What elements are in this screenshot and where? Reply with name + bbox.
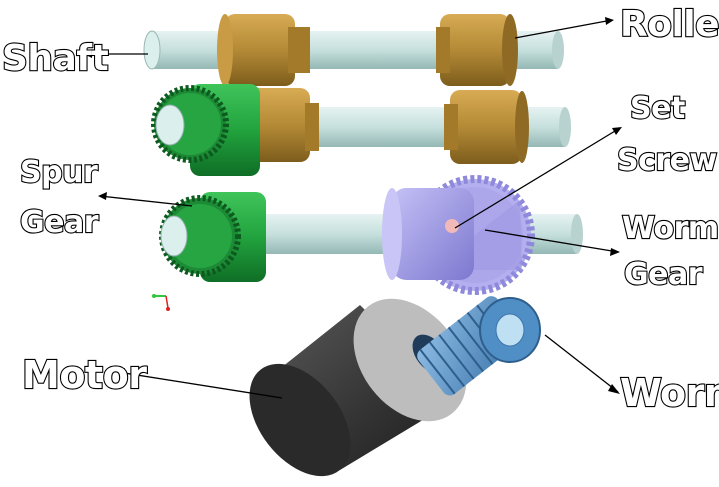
label-worm-gear-worm: Worm (622, 211, 719, 246)
label-motor: Motor (22, 353, 147, 397)
label-roller: Roller (620, 4, 719, 45)
middle-roller-right (444, 90, 529, 164)
label-arrows (84, 17, 622, 399)
label-screw: Screw (617, 143, 717, 178)
label-worm-gear-gear: Gear (624, 257, 703, 292)
label-shaft: Shaft (2, 38, 109, 79)
label-spur: Spur (20, 155, 98, 190)
top-roller-right (436, 14, 518, 86)
bottom-spur-gear (159, 192, 266, 282)
label-spur-gear: Gear (20, 205, 99, 240)
set-screw (445, 219, 459, 233)
worm-gear-hub (382, 188, 474, 280)
label-worm: Worm (620, 371, 719, 415)
axis-marker (152, 294, 170, 311)
label-set: Set (630, 91, 685, 126)
middle-spur-gear (151, 84, 260, 176)
top-roller-left (217, 14, 310, 86)
worm (417, 296, 541, 396)
